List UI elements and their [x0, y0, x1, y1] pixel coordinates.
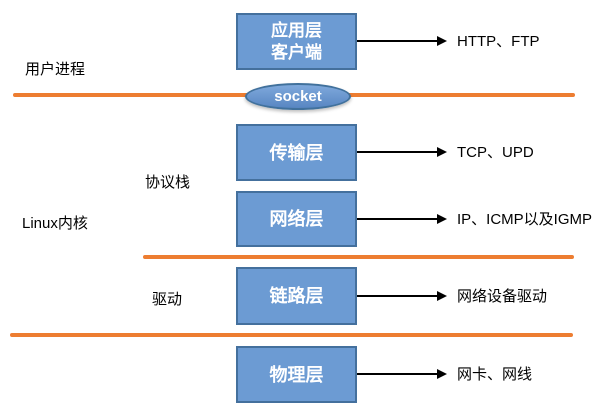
arrow-shaft — [357, 151, 437, 153]
flow-arrow-network — [357, 213, 447, 225]
layer-label-line: 传输层 — [269, 142, 324, 163]
arrow-shaft — [357, 295, 437, 297]
divider-kernel-hardware — [10, 333, 573, 337]
layer-label-line: 物理层 — [269, 364, 324, 385]
arrow-head-icon — [437, 369, 447, 379]
label-driver: 驱动 — [152, 291, 183, 308]
layer-label-line: 应用层 — [271, 20, 322, 40]
divider-protocol-driver — [143, 255, 574, 259]
target-label-application: HTTP、FTP — [457, 33, 540, 50]
flow-arrow-transport — [357, 146, 447, 158]
layer-label-line: 网络层 — [269, 209, 324, 229]
target-label-network: IP、ICMP以及IGMP — [457, 211, 593, 228]
layer-box-link: 链路层 — [236, 267, 357, 325]
arrow-shaft — [357, 40, 437, 42]
layer-label-line: 链路层 — [269, 286, 324, 306]
socket-label: socket — [274, 88, 322, 105]
layer-box-transport: 传输层 — [236, 124, 357, 181]
arrow-head-icon — [437, 147, 447, 157]
label-user-process: 用户进程 — [25, 61, 86, 78]
arrow-shaft — [357, 218, 437, 220]
target-label-link: 网络设备驱动 — [457, 288, 548, 305]
layer-box-physical: 物理层 — [236, 346, 357, 403]
label-linux-kernel: Linux内核 — [22, 215, 88, 232]
arrow-head-icon — [437, 291, 447, 301]
target-label-physical: 网卡、网线 — [457, 366, 533, 383]
arrow-head-icon — [437, 36, 447, 46]
layer-label-line: 客户端 — [271, 42, 322, 62]
label-protocol-stack: 协议栈 — [145, 174, 191, 191]
flow-arrow-application — [357, 35, 447, 47]
layer-box-network: 网络层 — [236, 191, 357, 247]
socket-ellipse: socket — [245, 83, 351, 110]
arrow-shaft — [357, 373, 437, 375]
flow-arrow-physical — [357, 368, 447, 380]
arrow-head-icon — [437, 214, 447, 224]
layer-box-application: 应用层 客户端 — [236, 13, 357, 70]
flow-arrow-link — [357, 290, 447, 302]
target-label-transport: TCP、UPD — [457, 144, 534, 161]
